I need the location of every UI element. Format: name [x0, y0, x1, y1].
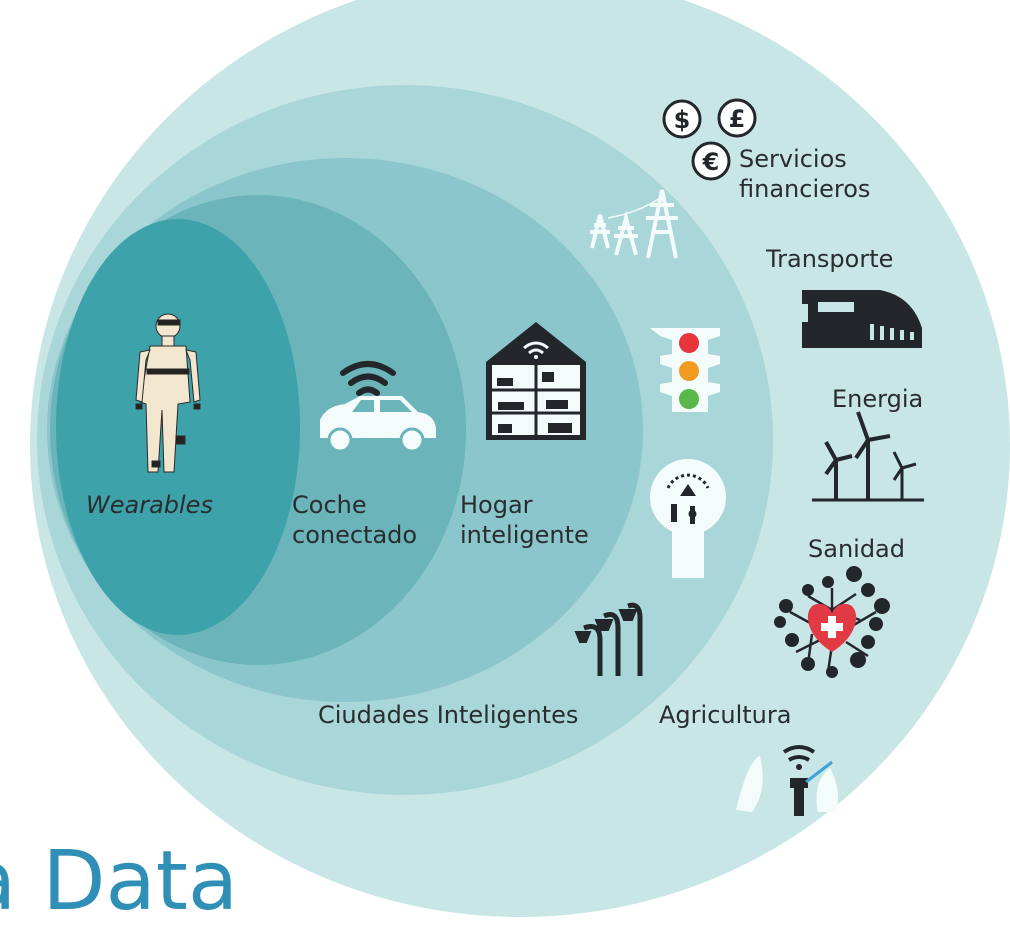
train-icon: [802, 290, 922, 352]
smart-home-icon: [486, 322, 586, 440]
pound-coin: [717, 98, 757, 138]
title-fragment: a Data: [0, 834, 239, 925]
street-lamps-icon: [574, 602, 643, 676]
label-hogar-inteligente: Hogar inteligente: [460, 491, 589, 549]
power-pylons-icon: [590, 189, 678, 259]
health-network-icon: [774, 566, 890, 678]
wifi-icon: [340, 361, 396, 396]
agriculture-sensor-icon: [736, 745, 838, 816]
human-body-icon: [135, 313, 201, 473]
label-ciudades-inteligentes: Ciudades Inteligentes: [318, 701, 579, 729]
traffic-light-icon: [650, 328, 720, 412]
euro-symbol: €: [702, 148, 720, 176]
label-energia: Energia: [832, 385, 924, 413]
label-wearables: Wearables: [86, 491, 213, 519]
partial-title-text: a Data: [0, 832, 240, 925]
label-agricultura: Agricultura: [659, 701, 792, 729]
dollar-coin: [662, 99, 702, 139]
connected-car-icon: [320, 396, 436, 453]
label-servicios-financieros: Servicios financieros: [739, 145, 871, 203]
parking-meter-icon: [650, 459, 726, 578]
currency-coins-icon: $ £ €: [662, 98, 757, 181]
dollar-symbol: $: [674, 106, 691, 134]
euro-coin: [691, 141, 731, 181]
label-sanidad: Sanidad: [808, 535, 905, 563]
pound-symbol: £: [729, 105, 746, 133]
label-transporte: Transporte: [766, 245, 894, 273]
label-coche-conectado: Coche conectado: [292, 491, 418, 549]
core-wearables-ellipse: [56, 219, 300, 635]
wind-turbines-icon: [812, 411, 924, 502]
